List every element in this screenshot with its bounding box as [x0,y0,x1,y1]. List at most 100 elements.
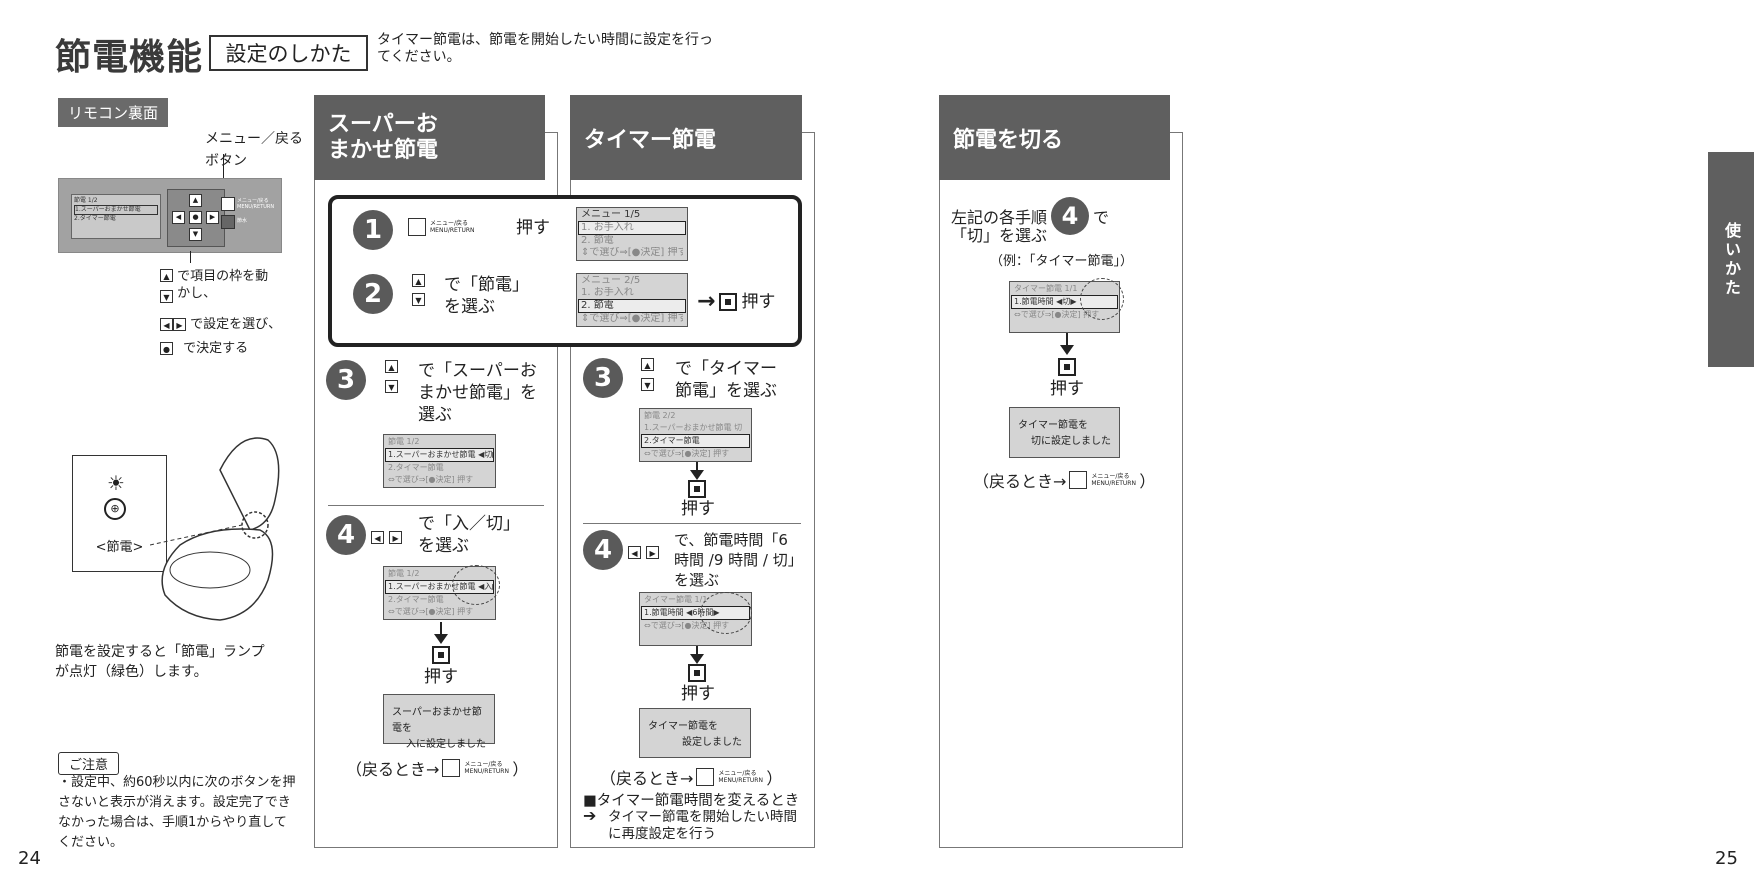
col1-step4-arrows: ◀ ▶ [371,527,403,546]
col3-example: （例：「タイマー節電」） [990,254,1134,269]
remote-lcd-line: 節電 1/2 [74,197,98,204]
col3-instruction: 左記の各手順 4 で [951,197,1109,235]
step2-action: 押す [741,291,776,312]
col2-back-instruction: （戻るとき→ メニュー/戻る MENU/RETURN ） [600,765,782,789]
lamp-callout: ☀ ⊕ <節電> [72,455,167,572]
note-tag: ご注意 [58,752,120,775]
col2-step3-number: 3 [583,358,623,398]
menu-button-label: メニュー／戻るボタン [205,131,303,169]
common-steps-box [328,195,802,347]
menu-return-button[interactable] [221,197,235,211]
col3-text2: で [1093,208,1110,227]
message-line: 設定しました [682,737,742,748]
menu-callout-line [223,154,224,194]
lcd-line: ⇔で選び⇒[●決定] 押す [1014,310,1100,319]
col2-change-title: ■タイマー節電時間を変えるとき [583,793,800,809]
step2-arrows: ▲ ▼ [412,274,425,306]
legend-leftright-text: で設定を選び、 [190,317,282,332]
legend-updown: ▲ で項目の枠を動かし、 [160,268,277,302]
col2-push-2: 押す [681,684,715,704]
step2-lcd: メニュー 2/5 1. お手入れ 2. 節電 ⇕で選び⇒[●決定] 押す [576,273,688,327]
left-arrow-icon: ◀ [628,546,641,559]
col3-enter-button-icon [1058,358,1076,376]
back-menu-button-label: メニュー/戻る MENU/RETURN [464,761,509,775]
back-menu-button: メニュー/戻る MENU/RETURN [442,759,509,777]
back-end: ） [766,769,783,788]
col2-message: タイマー節電を 設定しました [639,708,751,758]
col3-arrow-down-icon [1060,345,1074,355]
header-turn-off: 節電を切る [939,95,1170,180]
dpad-callout-line [190,251,191,263]
left-button-icon[interactable]: ◀ [172,211,185,224]
step1-number: 1 [353,210,393,250]
col2-arrow-stem-2 [696,646,698,656]
up-button-icon[interactable]: ▲ [189,194,202,207]
col1-step3-lcd: 節電 1/2 1.スーパーおまかせ節電 ◀切▶ 2.タイマー節電 ⇔で選び⇒[●… [383,434,496,488]
lcd-line: メニュー 2/5 [581,275,641,286]
lcd-line: 1. お手入れ [578,221,686,235]
step1-lcd: メニュー 1/5 1. お手入れ 2. 節電 ⇕で選び⇒[●決定] 押す [576,207,688,261]
down-arrow-icon: ▼ [160,290,173,303]
remote-lcd-line: 1.スーパーおまかせ節電 [74,205,158,215]
subtitle-box: 設定のしかた [209,35,368,71]
lcd-line: 2.タイマー節電 [641,434,750,448]
col1-arrow-down-icon [434,634,448,644]
water-save-button-label: 節水 [237,218,248,224]
step1-menu-button: メニュー/戻る MENU/RETURN [408,218,485,236]
left-arrow-icon: ◀ [371,531,384,544]
left-arrow-icon: ◀ [160,318,173,331]
col1-step4-number: 4 [326,515,366,555]
col3-highlight-circle [1080,278,1124,320]
enter-icon: ● [160,342,173,355]
back-text: （戻るとき→ [973,472,1067,491]
lcd-line: ⇕で選び⇒[●決定] 押す [581,313,683,324]
right-arrow-icon: ▶ [389,531,403,544]
step1-menu-button-label: メニュー/戻る MENU/RETURN [430,220,475,234]
enter-button-icon[interactable]: ● [189,211,202,224]
back-menu-button: メニュー/戻る MENU/RETURN [696,768,763,786]
col2-enter-button-icon-1 [688,480,706,498]
lcd-line: 2.タイマー節電 [388,595,444,604]
page-title: 節電機能 [55,37,204,78]
header-timer: タイマー節電 [570,95,802,180]
right-button-icon[interactable]: ▶ [206,211,219,224]
col3-message: タイマー節電を 切に設定しました [1009,407,1120,458]
lcd-line: ⇔で選び⇒[●決定] 押す [388,607,474,616]
remote-back-tag: リモコン裏面 [58,98,169,127]
col3-back-instruction: （戻るとき→ メニュー/戻る MENU/RETURN ） [973,468,1155,492]
col1-step3-number: 3 [326,360,366,400]
lcd-line: 1.スーパーおまかせ節電 切 [644,423,743,432]
menu-return-button-label: メニュー/戻る MENU/RETURN [237,198,275,210]
step2-text: で「節電」を選ぶ [444,275,529,317]
down-button-icon[interactable]: ▼ [189,228,202,241]
col3-arrow-stem [1066,333,1068,345]
col1-step4-text: で「入／切」を選ぶ [418,514,512,556]
header-turn-off-title: 節電を切る [953,127,1064,153]
lcd-line: 節電 1/2 [388,437,420,446]
right-arrow-icon: ▶ [173,318,186,331]
note-text: ・設定中、約60秒以内に次のボタンを押さないと表示が消えます。設定完了できなかっ… [58,775,296,850]
col2-arrow-down-icon-1 [690,470,704,480]
water-save-button[interactable] [221,215,235,229]
sun-icon: ☀ [107,471,125,495]
col2-step4-arrows: ◀ ▶ [628,542,660,561]
col1-arrow-stem [440,622,442,634]
up-arrow-icon: ▲ [160,269,173,282]
col3-step-number: 4 [1051,197,1090,235]
back-menu-button: メニュー/戻る MENU/RETURN [1069,471,1136,489]
lcd-line: ⇔で選び⇒[●決定] 押す [644,621,730,630]
header-timer-title: タイマー節電 [584,127,717,153]
col3-text3: 「切」を選ぶ [951,226,1048,245]
header-super-omakase-title: スーパーおまかせ節電 [328,111,439,163]
message-line: 切に設定しました [1031,436,1111,447]
remote-dpad: ▲ ◀ ● ▶ ▼ [167,189,225,247]
step2-number: 2 [353,274,393,314]
menu-return-button-icon [696,768,715,786]
legend-enter: ● で決定する [160,337,248,356]
menu-return-button-icon [442,759,461,777]
lcd-line: メニュー 1/5 [581,209,641,220]
col3-push: 押す [1050,379,1084,399]
col2-arrow-down-icon-2 [690,654,704,664]
lcd-line: 1.スーパーおまかせ節電 ◀切▶ [385,448,494,462]
down-arrow-icon: ▼ [412,293,425,306]
